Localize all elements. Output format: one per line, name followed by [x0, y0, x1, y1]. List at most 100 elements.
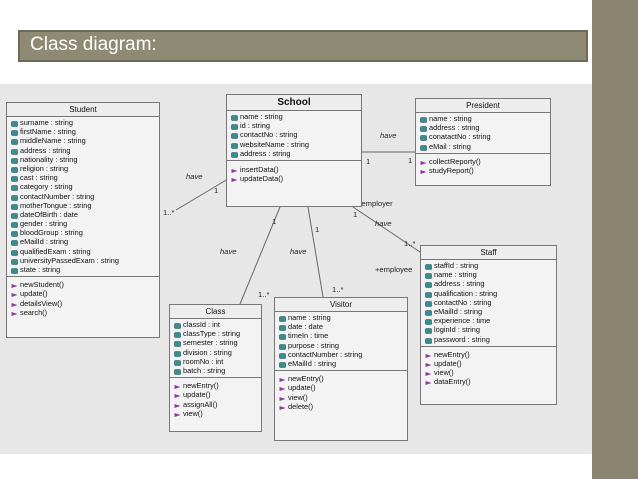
- attribute-icon: [425, 318, 432, 325]
- operation-text: update(): [434, 358, 462, 368]
- operation-icon: [425, 379, 432, 386]
- operation-text: newStudent(): [20, 280, 64, 290]
- mult-school-president: 1: [366, 157, 371, 166]
- attribute-row: experience : time: [425, 316, 554, 325]
- operation-text: collectReporty(): [429, 156, 481, 166]
- attribute-text: experience : time: [434, 316, 491, 326]
- operation-row: search(): [11, 308, 157, 317]
- operation-row: update(): [279, 383, 405, 392]
- operation-row: newStudent(): [11, 280, 157, 289]
- mult-president: 1: [408, 156, 413, 165]
- operation-text: newEntry(): [434, 349, 470, 359]
- operation-icon: [231, 176, 238, 183]
- attribute-row: loginId : string: [425, 325, 554, 334]
- attribute-text: qualifiedExam : string: [20, 246, 91, 256]
- attribute-icon: [420, 116, 427, 123]
- attribute-text: category : string: [20, 182, 73, 192]
- attribute-text: eMailId : string: [20, 237, 69, 247]
- attribute-row: address : string: [11, 146, 157, 155]
- operation-row: view(): [279, 393, 405, 402]
- attribute-row: qualifiedExam : string: [11, 247, 157, 256]
- attribute-row: name : string: [425, 270, 554, 279]
- attribute-text: staffId : string: [434, 261, 479, 270]
- class-operations: newEntry()update()assignAll()view(): [170, 378, 261, 420]
- attribute-row: contactNumber : string: [279, 350, 405, 359]
- attribute-text: name : string: [429, 114, 472, 123]
- attribute-icon: [11, 194, 18, 201]
- attribute-icon: [425, 309, 432, 316]
- attribute-row: purpose : string: [279, 341, 405, 350]
- attribute-icon: [420, 134, 427, 142]
- operation-row: view(): [174, 409, 259, 418]
- attribute-text: loginId : string: [434, 325, 481, 335]
- attribute-text: address : string: [434, 279, 485, 289]
- attribute-icon: [11, 184, 18, 192]
- assoc-school-staff: [352, 206, 421, 253]
- operation-row: collectReporty(): [420, 157, 548, 166]
- attribute-icon: [11, 175, 18, 182]
- attribute-icon: [279, 361, 286, 368]
- attribute-text: universityPassedExam : string: [20, 255, 119, 265]
- operation-text: update(): [288, 383, 316, 393]
- attribute-row: eMailId : string: [11, 237, 157, 246]
- operation-row: update(): [11, 289, 157, 298]
- mult-school-student: 1: [214, 186, 219, 195]
- attribute-row: address : string: [231, 149, 359, 158]
- operation-text: view(): [434, 368, 454, 378]
- attribute-icon: [231, 132, 238, 140]
- attribute-icon: [279, 324, 286, 332]
- attribute-text: contactNo : string: [434, 297, 492, 307]
- mult-student: 1..*: [163, 208, 175, 217]
- attribute-text: id : string: [240, 121, 270, 131]
- attribute-text: eMailId : string: [434, 306, 483, 316]
- right-decor-band: [592, 0, 638, 479]
- attribute-icon: [11, 157, 18, 164]
- attribute-text: firstName : string: [20, 127, 76, 137]
- operation-text: search(): [20, 307, 48, 317]
- operation-row: view(): [425, 368, 554, 377]
- attribute-icon: [425, 281, 432, 289]
- operation-text: newEntry(): [183, 381, 219, 391]
- operation-row: update(): [174, 390, 259, 399]
- attribute-row: name : string: [279, 313, 405, 322]
- class-name-president: President: [416, 99, 550, 113]
- attribute-text: nationality : string: [20, 154, 78, 164]
- attribute-row: id : string: [231, 121, 359, 130]
- attribute-text: name : string: [434, 270, 477, 280]
- president-operations: collectReporty()studyReport(): [416, 154, 550, 177]
- attribute-row: eMailId : string: [279, 359, 405, 368]
- attribute-row: dateOfBirth : date: [11, 210, 157, 219]
- operation-text: delete(): [288, 401, 314, 411]
- operation-icon: [425, 370, 432, 377]
- attribute-text: purpose : string: [288, 340, 339, 350]
- attribute-text: name : string: [288, 313, 331, 322]
- operation-icon: [11, 291, 18, 298]
- operation-icon: [279, 385, 286, 392]
- attribute-icon: [11, 249, 18, 256]
- class-name-school: School: [227, 95, 361, 111]
- class-name-class: Class: [170, 305, 261, 319]
- attribute-row: division : string: [174, 348, 259, 357]
- attribute-text: password : string: [434, 334, 490, 344]
- attribute-icon: [425, 327, 432, 335]
- attribute-text: conatactNo : string: [429, 132, 491, 142]
- attribute-text: eMailId : string: [288, 358, 337, 368]
- attribute-icon: [11, 120, 18, 127]
- assoc-label-student-school: have: [186, 172, 203, 181]
- class-name-student: Student: [7, 103, 159, 117]
- attribute-row: semester : string: [174, 338, 259, 347]
- role-employee: +employee: [375, 265, 413, 274]
- attribute-text: contactNo : string: [240, 130, 298, 140]
- mult-visitor: 1..*: [332, 285, 344, 294]
- attribute-row: websiteName : string: [231, 140, 359, 149]
- assoc-label-school-staff: have: [375, 219, 392, 228]
